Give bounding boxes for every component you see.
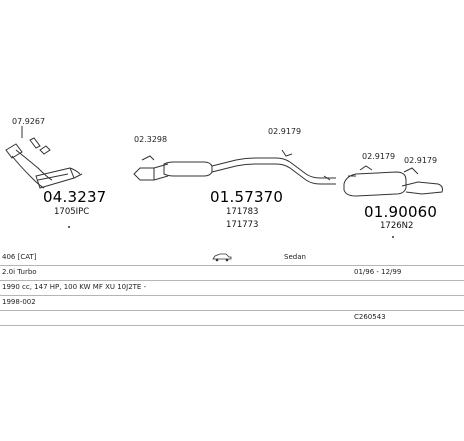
accessory-label: 02.9179 bbox=[268, 127, 302, 136]
part-ref: 171773 bbox=[226, 220, 259, 230]
code-cell: 1998-002 bbox=[2, 298, 36, 306]
table-row: C260543 bbox=[0, 310, 464, 326]
part-code: 04.3237 bbox=[43, 188, 107, 206]
table-row: 2.0i Turbo 01/96 - 12/99 bbox=[0, 265, 464, 281]
exhaust-diagram: 07.9267 02.3298 02.9179 02.9179 02.9179 … bbox=[5, 117, 443, 238]
accessory-label: 02.3298 bbox=[134, 135, 168, 144]
table-row: 1990 cc, 147 HP, 100 KW MF XU 10J2TE - bbox=[0, 280, 464, 296]
car-sedan-icon bbox=[212, 252, 232, 264]
accessory-label: 02.9179 bbox=[362, 152, 396, 161]
years-cell: 01/96 - 12/99 bbox=[354, 268, 402, 276]
part-code: 01.57370 bbox=[210, 188, 284, 206]
engine-cell: 2.0i Turbo bbox=[2, 268, 37, 276]
part-ref: 1726N2 bbox=[380, 221, 414, 231]
body-cell: Sedan bbox=[284, 253, 306, 261]
part-code: 01.90060 bbox=[364, 203, 438, 221]
model-cell: 406 [CAT] bbox=[2, 253, 37, 261]
accessory-label: 02.9179 bbox=[404, 156, 438, 165]
accessory-label: 07.9267 bbox=[12, 117, 46, 126]
table-row: 406 [CAT] Sedan bbox=[0, 250, 464, 266]
exhaust-drawing bbox=[5, 126, 443, 197]
part-ref: 171783 bbox=[226, 207, 259, 217]
table-row: 1998-002 bbox=[0, 295, 464, 311]
ref-cell: C260543 bbox=[354, 313, 386, 321]
spec-cell: 1990 cc, 147 HP, 100 KW MF XU 10J2TE - bbox=[2, 283, 147, 291]
marker-dot bbox=[392, 236, 394, 238]
part-ref: 1705IPC bbox=[54, 207, 90, 217]
marker-dot bbox=[68, 226, 70, 228]
